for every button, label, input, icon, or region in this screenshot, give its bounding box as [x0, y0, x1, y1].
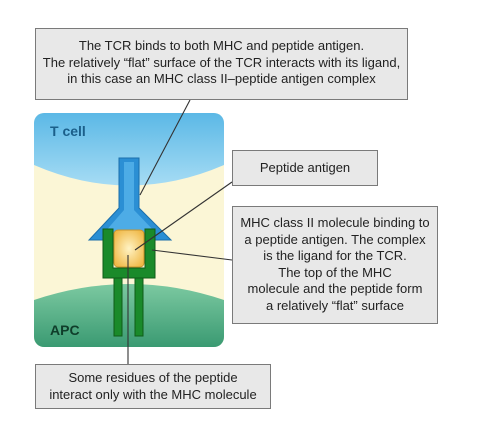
apc-region — [34, 284, 224, 347]
mhc-leg-left — [113, 277, 123, 337]
callout-peptide-antigen: Peptide antigen — [232, 150, 378, 186]
callout-peptide-residues: Some residues of the peptide interact on… — [35, 364, 271, 409]
tcr-inner-highlight — [104, 162, 156, 233]
pointer-mhc — [151, 249, 233, 261]
t-cell-region — [34, 113, 224, 186]
callout-tcr-binding: The TCR binds to both MHC and peptide an… — [35, 28, 408, 100]
mhc-leg-right — [134, 277, 144, 337]
pointer-tcr — [139, 99, 191, 196]
callout-mhc-class-ii: MHC class II molecule binding to a pepti… — [232, 206, 438, 324]
peptide-antigen — [113, 229, 145, 268]
pointer-peptide — [134, 181, 233, 251]
apc-label: APC — [50, 322, 80, 338]
t-cell-label: T cell — [50, 123, 86, 139]
